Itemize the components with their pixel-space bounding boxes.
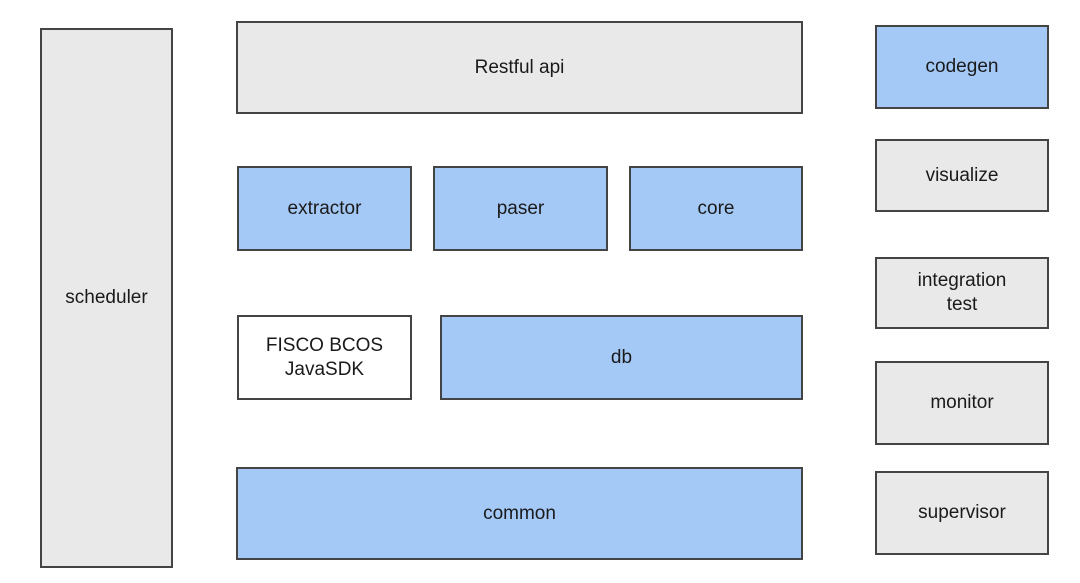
visualize-box: visualize xyxy=(875,139,1049,212)
monitor-box: monitor xyxy=(875,361,1049,445)
common-label: common xyxy=(483,502,556,524)
integration-label: integration xyxy=(917,270,1007,291)
monitor-label: monitor xyxy=(930,392,994,413)
restful-api-box: Restful api xyxy=(236,21,803,114)
extractor-box: extractor xyxy=(237,166,412,251)
core-box: core xyxy=(629,166,803,251)
scheduler-label: scheduler xyxy=(65,287,148,308)
db-box: db xyxy=(440,315,803,400)
visualize-label: visualize xyxy=(925,164,999,186)
test-label: test xyxy=(946,294,978,315)
restful-api-label: Restful api xyxy=(474,56,565,78)
supervisor-label: supervisor xyxy=(918,502,1006,523)
fisco-bcos-javasdk-box: FISCO BCOS JavaSDK xyxy=(237,315,412,400)
paser-label: paser xyxy=(496,197,545,219)
extractor-label: extractor xyxy=(287,197,362,219)
javasdk-label: JavaSDK xyxy=(284,358,365,380)
core-label: core xyxy=(697,197,735,219)
common-box: common xyxy=(236,467,803,560)
paser-box: paser xyxy=(433,166,608,251)
db-label: db xyxy=(610,346,633,368)
supervisor-box: supervisor xyxy=(875,471,1049,555)
fisco-bcos-label: FISCO BCOS xyxy=(265,334,384,356)
scheduler-box: scheduler xyxy=(40,28,173,568)
integration-test-box: integration test xyxy=(875,257,1049,329)
codegen-label: codegen xyxy=(925,56,999,77)
codegen-box: codegen xyxy=(875,25,1049,109)
